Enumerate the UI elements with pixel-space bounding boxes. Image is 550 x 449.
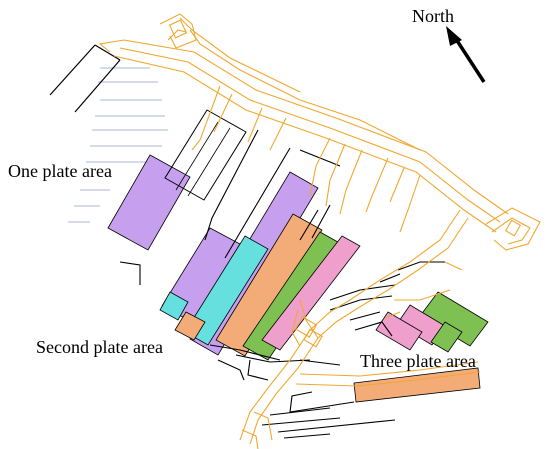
three-plate-green-lower xyxy=(430,321,463,353)
roadway-network xyxy=(98,13,541,449)
three-plate-area-blocks xyxy=(353,291,489,403)
three-plate-green-upper xyxy=(419,291,489,347)
second-plate-green-panel xyxy=(242,231,346,361)
second-plate-orange-small xyxy=(174,311,206,341)
second-plate-area-label: Second plate area xyxy=(36,337,163,357)
second-plate-cyan-small xyxy=(159,291,189,321)
three-plate-area-label: Three plate area xyxy=(360,351,476,371)
one-plate-empty-panel xyxy=(164,109,247,201)
second-plate-pink-panel xyxy=(261,235,361,351)
three-plate-pink-upper xyxy=(396,304,446,346)
one-plate-purple-panel xyxy=(107,154,191,251)
second-plate-cyan-panel xyxy=(184,235,269,346)
west-outline-lines xyxy=(49,44,121,113)
one-plate-area-label: One plate area xyxy=(8,161,112,181)
three-plate-pink-lower xyxy=(375,311,423,351)
three-plate-orange-strip xyxy=(353,367,481,403)
second-plate-area-blocks xyxy=(159,171,361,361)
north-arrow xyxy=(446,26,486,83)
faint-marks xyxy=(68,67,168,223)
second-plate-orange-panel xyxy=(215,213,323,357)
one-plate-area-blocks xyxy=(107,109,247,251)
north-label: North xyxy=(412,6,454,26)
